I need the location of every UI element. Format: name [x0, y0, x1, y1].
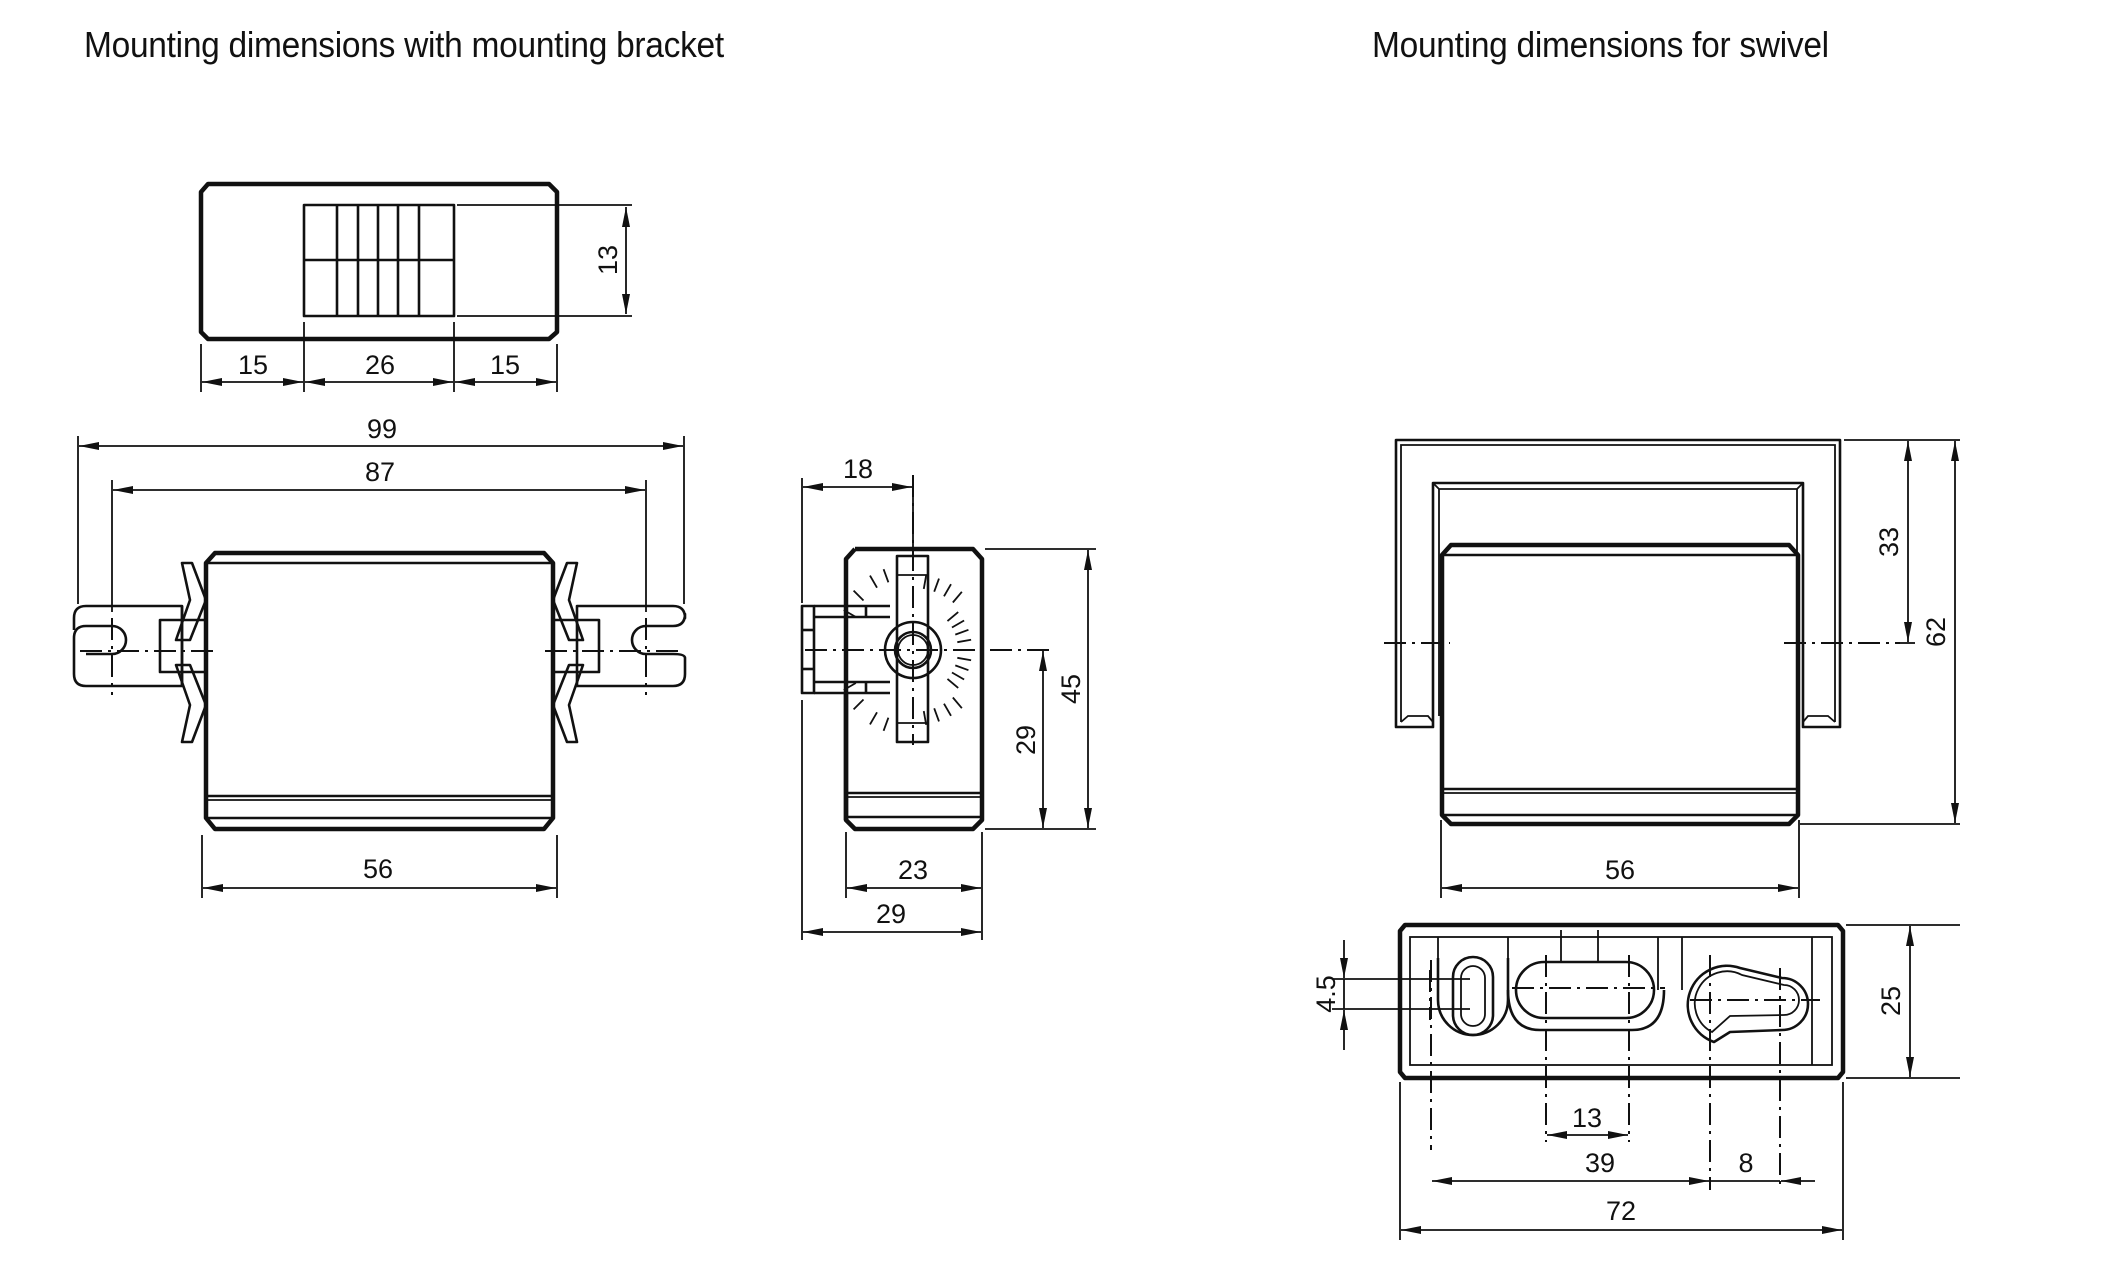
dim-plate-width: 25 [1876, 986, 1906, 1016]
scale-tick [952, 591, 963, 604]
scale-tick [843, 609, 857, 618]
dim-slot-length: 13 [1572, 1103, 1602, 1133]
dim-slot-width: 4.5 [1311, 975, 1341, 1013]
dim-plate-length: 72 [1606, 1196, 1636, 1226]
sensor-outline [198, 181, 560, 342]
swivel-base-plate: 4.5 25 13 39 8 72 [1311, 922, 1960, 1240]
sensor-face-grid [302, 203, 456, 318]
scale-tick [922, 574, 928, 590]
scale-tick [933, 707, 940, 722]
swivel-front-view: 33 62 56 [1384, 438, 1960, 898]
scale-tick [869, 711, 878, 725]
slot-vertical [1436, 958, 1510, 1037]
scale-tick [957, 638, 972, 644]
scale-tick [843, 682, 857, 691]
swivel-bracket-outer [1394, 438, 1842, 729]
scale-tick [882, 717, 890, 732]
scale-tick [852, 589, 865, 602]
title-swivel: Mounting dimensions for swivel [1372, 24, 1829, 65]
bracket-ear-left [72, 561, 215, 744]
scale-tick [869, 575, 878, 589]
base-plate-outline [1397, 922, 1846, 1081]
dim-left-margin: 15 [238, 350, 268, 380]
bracket-front-view: 99 87 56 [72, 414, 687, 898]
dim-axis-height: 29 [1011, 725, 1041, 755]
bracket-ear-right [545, 561, 687, 744]
title-mounting-bracket: Mounting dimensions with mounting bracke… [84, 24, 724, 65]
dim-overall-width: 99 [367, 414, 397, 444]
dim-body-height: 45 [1056, 674, 1086, 704]
dim-body-width: 56 [363, 854, 393, 884]
dim-hole-spacing: 87 [365, 457, 395, 487]
scale-tick [954, 628, 969, 636]
bracket-side-view: 18 45 29 23 29 [800, 454, 1096, 940]
scale-tick [951, 671, 965, 681]
scale-tick [951, 619, 965, 629]
scale-tick [957, 656, 972, 662]
scale-tick [954, 664, 969, 672]
dim-overall-depth: 29 [876, 899, 906, 929]
dim-face-width: 26 [365, 350, 395, 380]
scale-tick [933, 578, 940, 593]
dim-swivel-body-width: 56 [1605, 855, 1635, 885]
slot-horizontal [1514, 960, 1656, 1020]
keyhole [1686, 964, 1810, 1044]
dim-right-margin: 15 [490, 350, 520, 380]
dim-body-depth: 23 [898, 855, 928, 885]
scale-tick [943, 583, 952, 597]
scale-tick [882, 568, 890, 583]
scale-tick [952, 696, 963, 709]
scale-tick [943, 703, 952, 717]
dim-axis-to-top: 33 [1874, 527, 1904, 557]
dim-overall-height: 62 [1921, 617, 1951, 647]
sensor-body [203, 550, 556, 832]
bracket-top-view: 13 15 26 15 [198, 181, 632, 392]
dim-face-height: 13 [593, 245, 623, 275]
dim-hole-spacing-swivel: 39 [1585, 1148, 1615, 1178]
scale-tick [922, 710, 928, 726]
sensor-side-body [843, 546, 985, 832]
scale-tick [946, 678, 959, 689]
scale-tick [852, 698, 865, 711]
swivel-sensor-body [1439, 542, 1801, 827]
dim-keyhole-offset: 8 [1738, 1148, 1753, 1178]
dim-bracket-offset: 18 [843, 454, 873, 484]
scale-tick [946, 611, 959, 622]
